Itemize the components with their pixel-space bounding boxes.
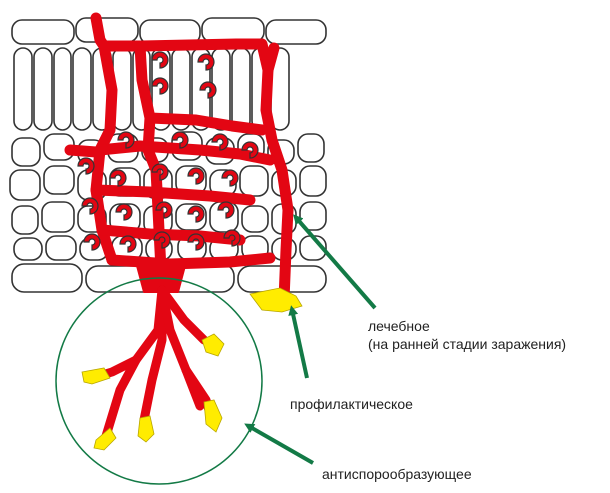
mesophyll-cell <box>14 238 42 260</box>
hypha-strand <box>268 48 274 70</box>
spore <box>204 400 222 432</box>
mesophyll-cell <box>46 236 76 260</box>
haustorium <box>78 158 94 174</box>
spore <box>82 368 110 384</box>
palisade-cell <box>14 48 32 130</box>
curative-label: лечебное (на ранней стадии заражения) <box>368 317 566 353</box>
hypha-strand <box>70 150 96 152</box>
upper-epidermis-cell <box>12 20 74 44</box>
mesophyll-cell <box>12 138 40 166</box>
mesophyll-cell <box>242 206 268 232</box>
palisade-cell <box>232 48 250 130</box>
palisade-cell <box>34 48 52 130</box>
mesophyll-cell <box>240 166 268 196</box>
preventive-arrow <box>293 314 307 378</box>
curative-arrow <box>299 221 375 308</box>
antisporulant-arrow <box>252 428 313 463</box>
curative-label-line2: (на ранней стадии заражения) <box>368 335 566 353</box>
upper-epidermis-cell <box>76 18 138 42</box>
mesophyll-cell <box>298 134 324 162</box>
conidiophore <box>144 290 162 420</box>
preventive-label: профилактическое <box>290 395 413 413</box>
upper-epidermis-cell <box>202 18 264 42</box>
upper-epidermis-cell <box>266 20 326 44</box>
spore <box>138 416 154 442</box>
palisade-cell <box>73 48 91 130</box>
mesophyll-cell <box>300 166 326 196</box>
mesophyll-cell <box>42 202 74 232</box>
lower-epidermis-cell <box>12 264 82 292</box>
palisade-cell <box>54 48 71 130</box>
antisporulant-label: антиспорообразующее <box>322 465 472 483</box>
mesophyll-cell <box>10 170 40 200</box>
mesophyll-cell <box>44 166 74 194</box>
curative-label-line1: лечебное <box>368 317 566 335</box>
mesophyll-cell <box>12 206 38 234</box>
